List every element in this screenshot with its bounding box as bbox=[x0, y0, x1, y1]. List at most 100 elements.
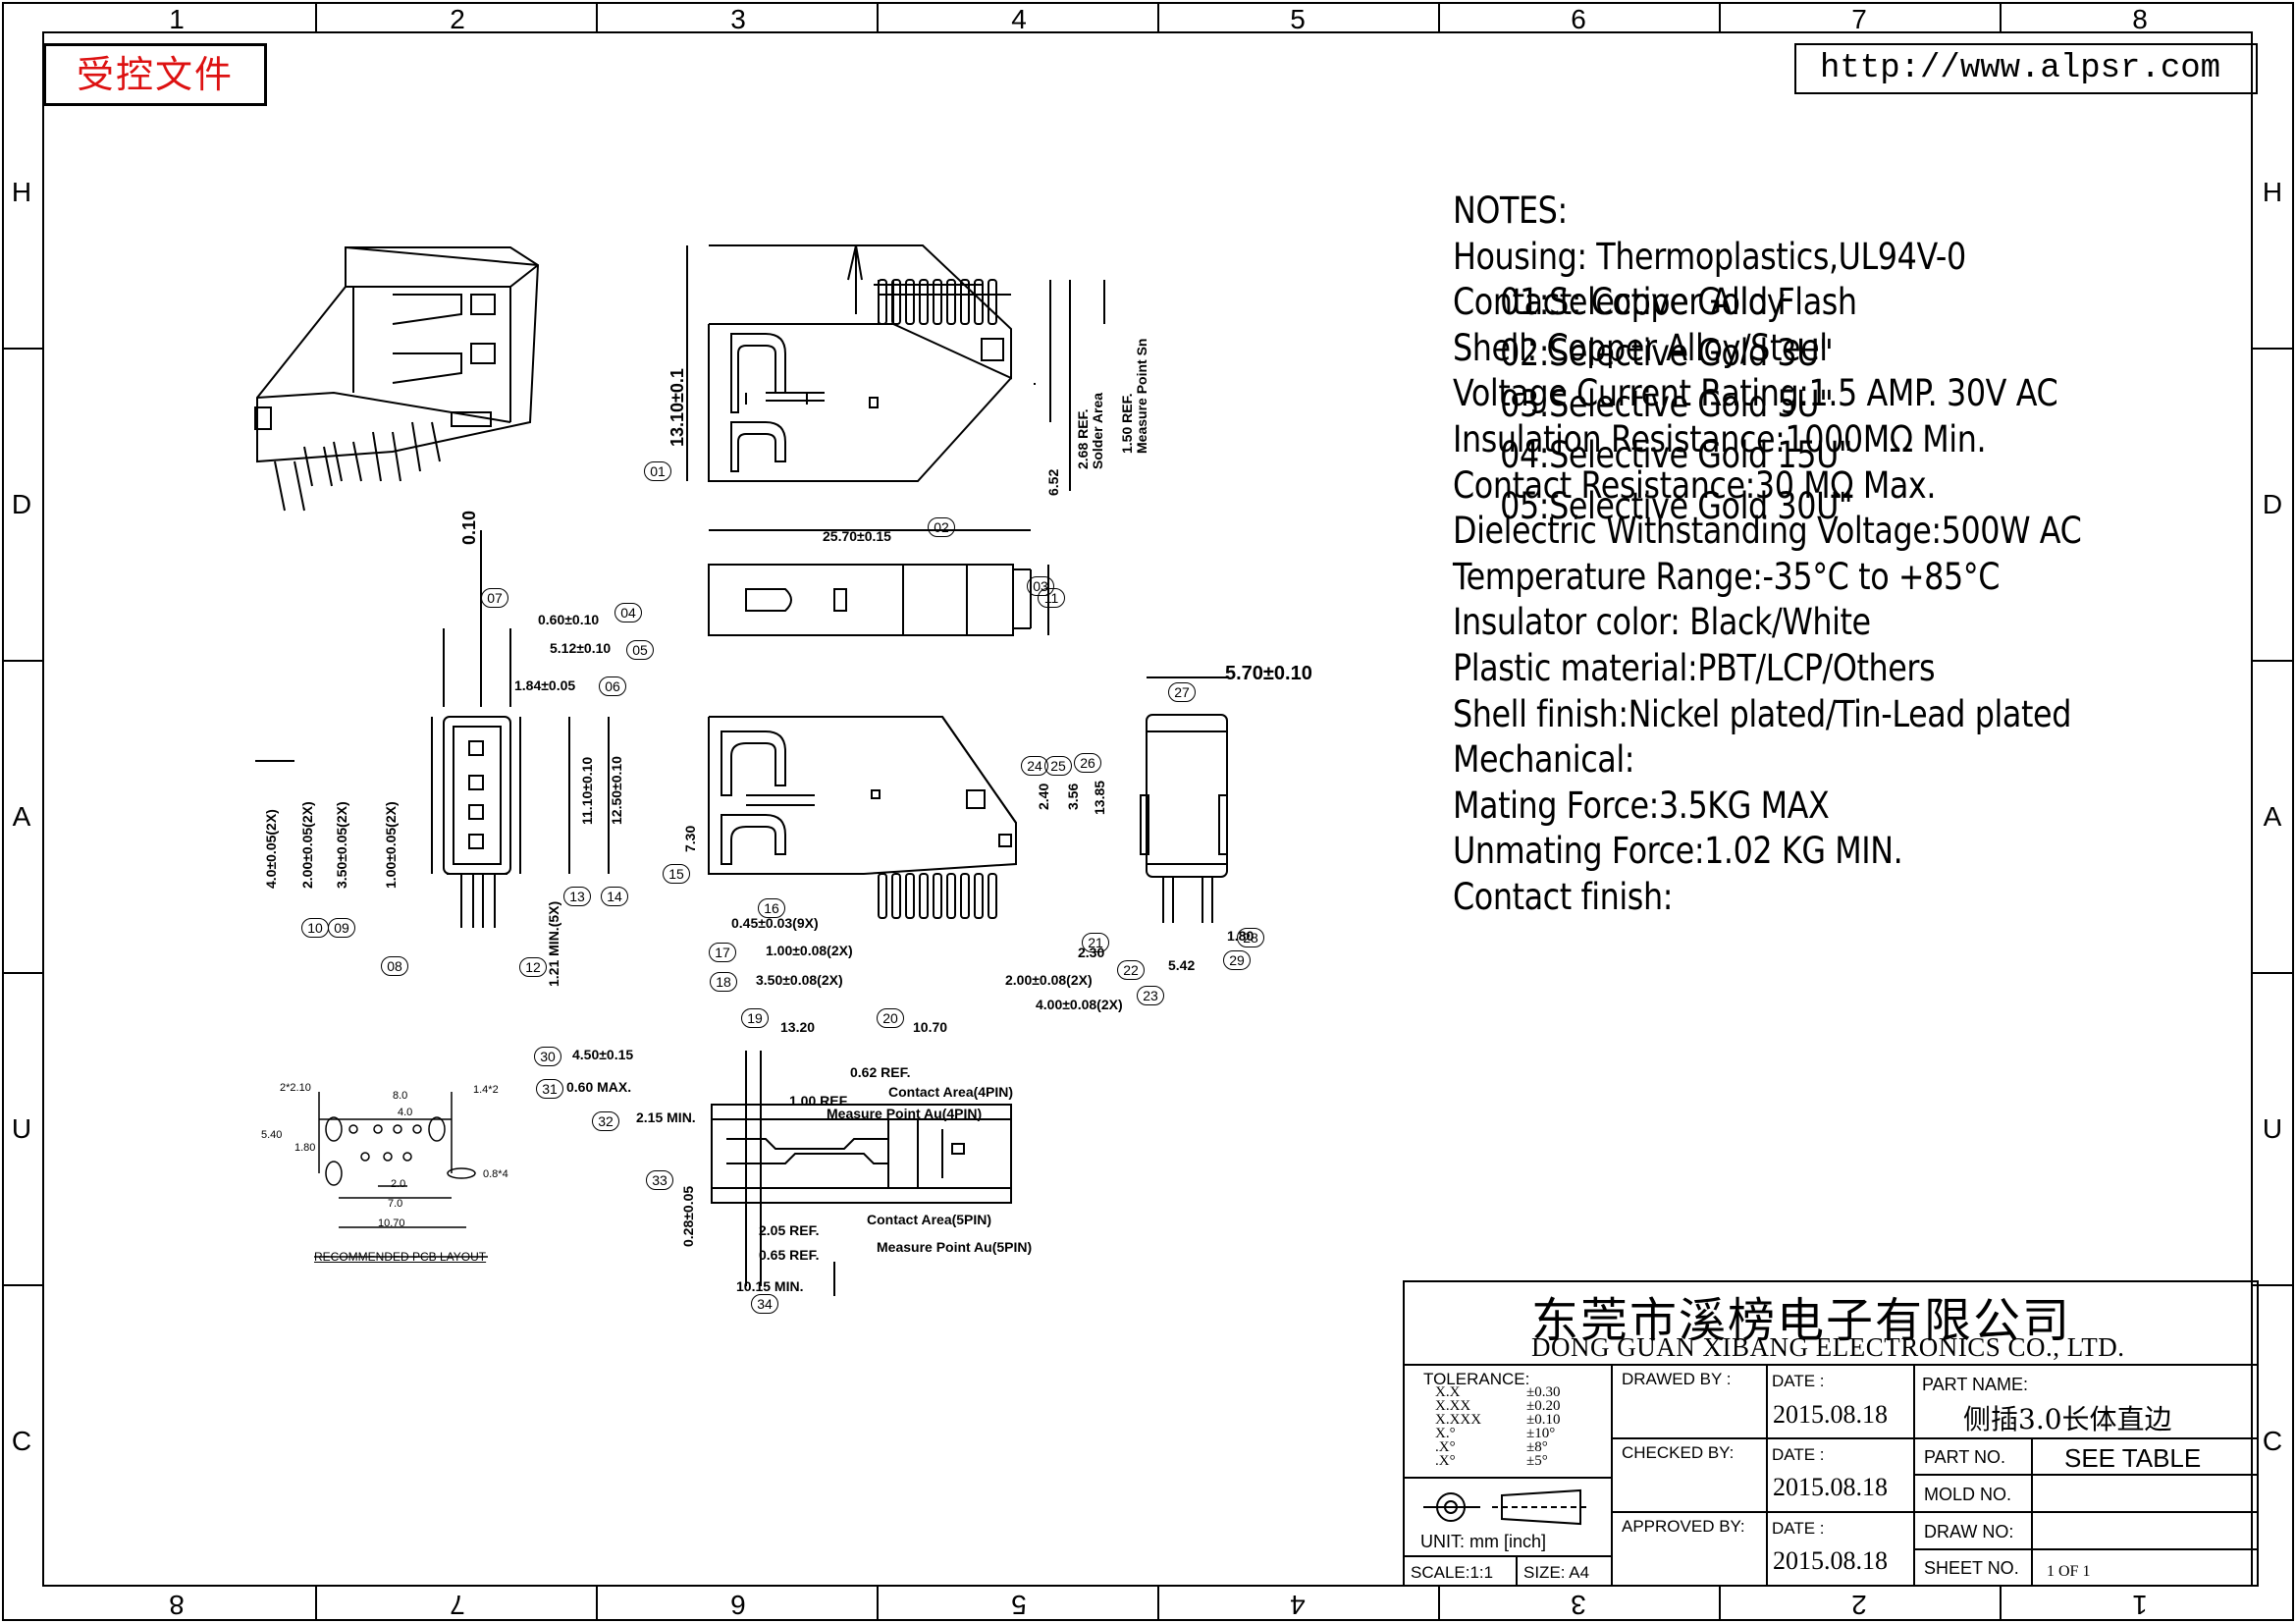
side-view-top bbox=[686, 244, 1105, 491]
dim-1-50-ref: 1.50 REF. bbox=[1119, 393, 1135, 454]
dim-13-20: 13.20 bbox=[780, 1019, 816, 1035]
note-line: Mechanical: bbox=[1453, 738, 1635, 782]
dim-25-70: 25.70±0.15 bbox=[823, 528, 891, 544]
note-line: Contact: Copper Alloy bbox=[1453, 281, 1786, 324]
dim-0-10-datum: 0.10 bbox=[459, 510, 479, 545]
dim-1-21-min: 1.21 MIN.(5X) bbox=[546, 900, 561, 987]
pcb-dim-1-80: 1.80 bbox=[294, 1142, 316, 1154]
zone-label-top: 2 bbox=[450, 4, 465, 34]
dim-2-00: 2.00±0.05(2X) bbox=[299, 801, 315, 889]
dim-12-50: 12.50±0.10 bbox=[609, 756, 624, 825]
callout-balloon: 12 bbox=[519, 957, 547, 977]
tolerance-key: X.XX bbox=[1435, 1398, 1471, 1414]
pcb-dim-0-8: 0.8*4 bbox=[483, 1168, 508, 1180]
dim-1-00-pins: 1.00±0.08(2X) bbox=[766, 943, 853, 958]
pcb-dim-4-0: 4.0 bbox=[398, 1107, 413, 1118]
tolerance-key: X.X bbox=[1435, 1384, 1461, 1400]
callout-balloon: 32 bbox=[592, 1111, 619, 1131]
sheet-no-value: 1 OF 1 bbox=[2047, 1563, 2091, 1580]
dim-10-70: 10.70 bbox=[913, 1019, 948, 1035]
note-line: Mating Force:3.5KG MAX bbox=[1453, 784, 1830, 827]
dim-5-70: 5.70±0.10 bbox=[1225, 663, 1312, 684]
note-line: Insulator color: Black/White bbox=[1453, 601, 1871, 644]
callout-balloon: 31 bbox=[536, 1079, 563, 1099]
date-value-1: 2015.08.18 bbox=[1773, 1400, 1888, 1429]
top-view bbox=[708, 529, 1049, 636]
zone-label-side: D bbox=[11, 489, 32, 519]
pcb-dim-2-0: 2.0 bbox=[391, 1178, 406, 1190]
dim-10-15-min: 10.15 MIN. bbox=[736, 1278, 804, 1294]
dim-solder-area: Solder Area bbox=[1090, 392, 1105, 469]
note-line: Plastic material:PBT/LCP/Others bbox=[1453, 646, 1936, 689]
note-line: Shell finish:Nickel plated/Tin-Lead plat… bbox=[1453, 692, 2071, 735]
callout-balloon: 02 bbox=[928, 517, 955, 537]
tolerance-value: ±0.30 bbox=[1526, 1384, 1561, 1400]
dim-2-40: 2.40 bbox=[1036, 783, 1051, 810]
pcb-dim-1-4: 1.4*2 bbox=[473, 1084, 499, 1096]
callout-balloon: 22 bbox=[1117, 960, 1145, 980]
website-url: http://www.alpsr.com bbox=[1794, 43, 2258, 94]
pcb-dim-10-70: 10.70 bbox=[378, 1217, 405, 1229]
dim-0-28: 0.28±0.05 bbox=[680, 1185, 696, 1247]
callout-balloon: 07 bbox=[481, 588, 508, 608]
callout-balloon: 16 bbox=[758, 898, 785, 918]
dim-2-68-ref: 2.68 REF. bbox=[1075, 408, 1091, 469]
company-name-en: DONG GUAN XIBANG ELECTRONICS CO., LTD. bbox=[1531, 1332, 2125, 1362]
zone-label-side: D bbox=[2262, 489, 2283, 519]
contact-finish-option: 05:Selective Gold 30U" bbox=[1500, 485, 1853, 528]
dim-5-12: 5.12±0.10 bbox=[550, 640, 612, 656]
dim-13-10: 13.10±0.1 bbox=[667, 368, 687, 447]
callout-balloon: 14 bbox=[601, 887, 628, 906]
size-label: SIZE: A4 bbox=[1523, 1563, 1590, 1582]
callout-balloon: 25 bbox=[1044, 756, 1072, 776]
callout-balloon: 18 bbox=[710, 972, 737, 992]
approved-by-label: APPROVED BY: bbox=[1622, 1517, 1745, 1536]
zone-label-bottom: 1 bbox=[2132, 1590, 2148, 1620]
dim-4-50: 4.50±0.15 bbox=[572, 1047, 634, 1062]
date-label-2: DATE : bbox=[1772, 1445, 1825, 1464]
tolerance-key: .X° bbox=[1435, 1439, 1456, 1455]
date-label-1: DATE : bbox=[1772, 1372, 1825, 1390]
section-view bbox=[711, 1051, 1012, 1296]
zone-label-top: 6 bbox=[1571, 4, 1586, 34]
dim-2-15-min: 2.15 MIN. bbox=[636, 1109, 696, 1125]
pcb-dim-2-10: 2*2.10 bbox=[280, 1082, 311, 1094]
note-line: Contact finish: bbox=[1453, 875, 1673, 918]
dim-1-00: 1.00±0.05(2X) bbox=[383, 801, 399, 889]
date-value-3: 2015.08.18 bbox=[1773, 1546, 1888, 1575]
callout-balloon: 15 bbox=[663, 864, 690, 884]
zone-label-bottom: 7 bbox=[450, 1590, 465, 1620]
note-line: Unmating Force:1.02 KG MIN. bbox=[1453, 830, 1903, 873]
dim-3-56: 3.56 bbox=[1065, 783, 1081, 810]
drawn-by-label: DRAWED BY : bbox=[1622, 1370, 1732, 1388]
callout-balloon: 27 bbox=[1168, 682, 1196, 702]
notes-title: NOTES: bbox=[1453, 189, 1568, 232]
zone-label-bottom: 2 bbox=[1851, 1590, 1867, 1620]
callout-balloon: 20 bbox=[877, 1008, 904, 1028]
tolerance-value: ±0.20 bbox=[1526, 1398, 1561, 1414]
zone-label-bottom: 4 bbox=[1290, 1590, 1306, 1620]
tolerance-key: X.° bbox=[1435, 1426, 1456, 1441]
pcb-layout bbox=[314, 1092, 488, 1258]
dim-6-52: 6.52 bbox=[1045, 468, 1061, 496]
callout-balloon: 21 bbox=[1082, 933, 1109, 952]
mold-no-label: MOLD NO. bbox=[1924, 1485, 2012, 1504]
callout-balloon: 17 bbox=[709, 943, 736, 962]
zone-label-top: 7 bbox=[1851, 4, 1867, 34]
zone-label-side: C bbox=[11, 1426, 32, 1456]
note-line: Voltage Current Rating:1.5 AMP. 30V AC bbox=[1453, 372, 2058, 415]
dim-3-50: 3.50±0.05(2X) bbox=[334, 801, 349, 889]
callout-balloon: 04 bbox=[614, 603, 642, 622]
zone-label-bottom: 5 bbox=[1011, 1590, 1027, 1620]
dim-0-60-max: 0.60 MAX. bbox=[566, 1079, 632, 1095]
dim-4-0: 4.0±0.05(2X) bbox=[263, 809, 279, 889]
callout-balloon: 26 bbox=[1074, 753, 1101, 773]
callout-balloon: 11 bbox=[1038, 588, 1065, 608]
part-name-value: 侧插3.0长体直边 bbox=[1963, 1403, 2172, 1435]
zone-label-side: H bbox=[2262, 177, 2283, 207]
zone-label-top: 3 bbox=[730, 4, 746, 34]
date-label-3: DATE : bbox=[1772, 1519, 1825, 1538]
dim-measure-point-4pin: Measure Point Au(4PIN) bbox=[827, 1106, 983, 1121]
callout-balloon: 34 bbox=[751, 1294, 778, 1314]
